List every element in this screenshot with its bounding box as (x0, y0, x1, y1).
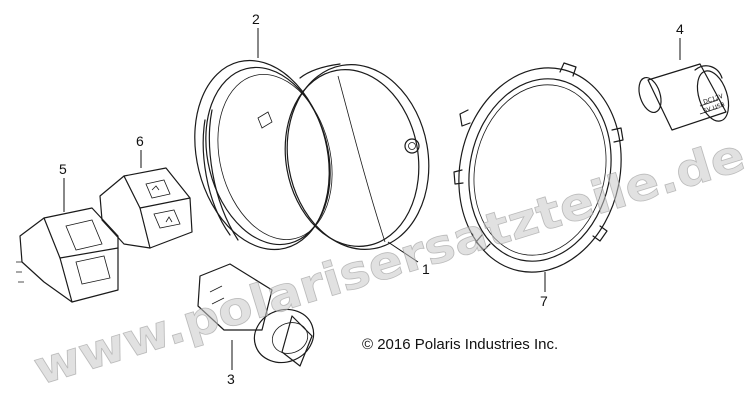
callout-7: 7 (540, 293, 548, 309)
part-2-housing (194, 59, 333, 251)
copyright-notice: © 2016 Polaris Industries Inc. (362, 336, 558, 353)
part-5-rocker-switch (16, 207, 119, 303)
callout-3: 3 (227, 371, 235, 387)
callout-5: 5 (59, 161, 67, 177)
callout-4: 4 (676, 21, 684, 37)
leader-1 (387, 241, 419, 263)
part-6-rocker-switch (99, 167, 193, 249)
callout-1: 1 (422, 261, 430, 277)
leader-lines (63, 28, 681, 370)
part-3-ignition-switch (197, 263, 315, 367)
part-1-cover (284, 63, 430, 250)
callout-6: 6 (136, 133, 144, 149)
watermark-text: www.polarisersatzteile.de (27, 128, 749, 396)
part-7-retaining-ring (453, 62, 624, 273)
part-4-power-outlet: DC12V 5V USB (638, 63, 730, 131)
callout-2: 2 (252, 11, 260, 27)
